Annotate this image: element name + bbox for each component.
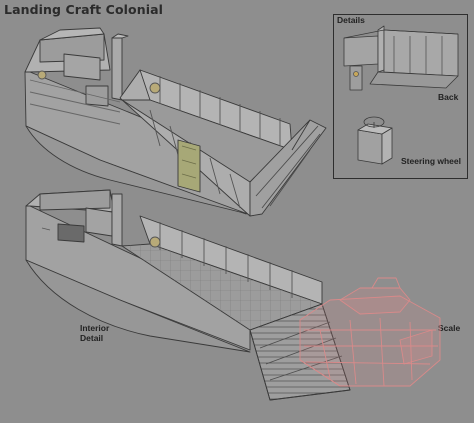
landing-craft-exterior <box>24 27 327 217</box>
interior-detail-label: Interior Detail <box>80 323 110 343</box>
back-detail-drawing <box>343 25 459 91</box>
steering-wheel-drawing <box>357 116 393 165</box>
scale-tank-outline <box>299 277 441 387</box>
details-panel <box>333 14 468 179</box>
back-label: Back <box>438 92 459 102</box>
sheet-title: Landing Craft Colonial <box>4 2 164 17</box>
steering-wheel-label: Steering wheel <box>401 156 461 166</box>
landing-craft-interior <box>25 189 351 401</box>
details-heading: Details <box>337 15 365 25</box>
scale-label: Scale <box>438 323 461 333</box>
